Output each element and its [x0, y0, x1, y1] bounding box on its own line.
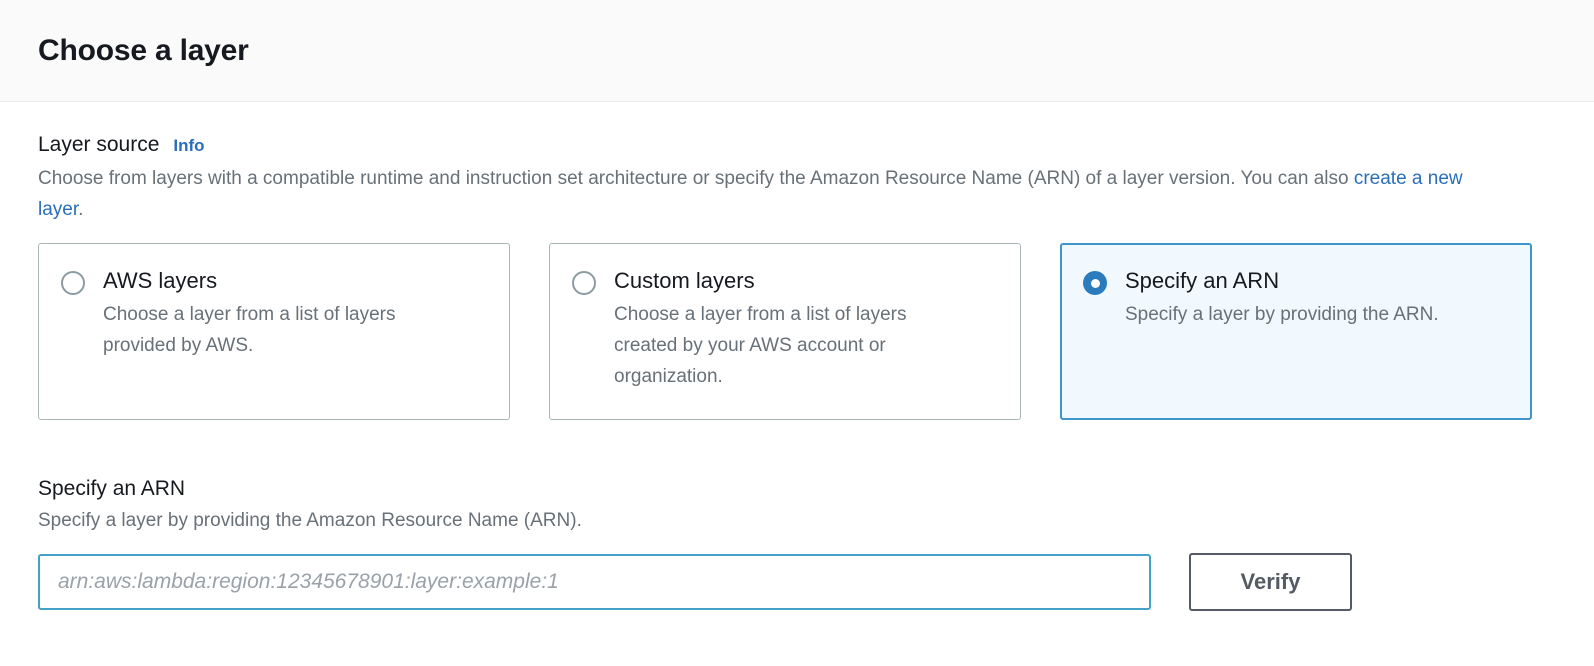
- layer-source-description-text: Choose from layers with a compatible run…: [38, 168, 1354, 189]
- radio-selected-dot-icon: [1090, 278, 1100, 288]
- modal-body: Layer source Info Choose from layers wit…: [0, 102, 1594, 611]
- layer-source-description: Choose from layers with a compatible run…: [38, 163, 1483, 225]
- create-a-new-layer-link[interactable]: create a new layer: [38, 168, 1463, 220]
- radio-icon-custom-layers[interactable]: [572, 271, 596, 295]
- layer-source-field: Layer source Info Choose from layers wit…: [38, 102, 1556, 420]
- page-title: Choose a layer: [38, 33, 249, 67]
- layer-source-radio-group: AWS layers Choose a layer from a list of…: [38, 243, 1556, 420]
- radio-tile-specify-an-arn-description: Specify a layer by providing the ARN.: [1125, 304, 1439, 325]
- layer-source-label: Layer source: [38, 133, 160, 156]
- radio-tile-specify-an-arn-title: Specify an ARN: [1125, 268, 1280, 293]
- radio-tile-aws-layers-title: AWS layers: [103, 268, 218, 293]
- radio-tile-aws-layers[interactable]: AWS layers Choose a layer from a list of…: [38, 243, 510, 420]
- radio-tile-custom-layers-description: Choose a layer from a list of layers cre…: [614, 304, 907, 387]
- verify-button[interactable]: Verify: [1189, 553, 1352, 611]
- radio-tile-aws-layers-description: Choose a layer from a list of layers pro…: [103, 304, 396, 356]
- layer-source-label-row: Layer source Info: [38, 132, 1556, 158]
- radio-tile-aws-layers-text: AWS layers Choose a layer from a list of…: [103, 267, 463, 361]
- radio-tile-specify-an-arn-text: Specify an ARN Specify a layer by provid…: [1125, 267, 1439, 330]
- layer-source-description-period: .: [78, 199, 84, 220]
- arn-input-row: Verify: [38, 553, 1556, 611]
- info-link[interactable]: Info: [173, 136, 205, 155]
- radio-tile-custom-layers[interactable]: Custom layers Choose a layer from a list…: [549, 243, 1021, 420]
- arn-input[interactable]: [38, 554, 1151, 610]
- modal-header: Choose a layer: [0, 0, 1594, 102]
- specify-an-arn-section: Specify an ARN Specify a layer by provid…: [38, 476, 1556, 611]
- radio-icon-specify-an-arn[interactable]: [1083, 271, 1107, 295]
- radio-tile-specify-an-arn[interactable]: Specify an ARN Specify a layer by provid…: [1060, 243, 1532, 420]
- radio-tile-custom-layers-text: Custom layers Choose a layer from a list…: [614, 267, 974, 392]
- specify-an-arn-description: Specify a layer by providing the Amazon …: [38, 510, 582, 531]
- radio-tile-custom-layers-title: Custom layers: [614, 268, 755, 293]
- radio-icon-aws-layers[interactable]: [61, 271, 85, 295]
- specify-an-arn-heading: Specify an ARN: [38, 477, 186, 500]
